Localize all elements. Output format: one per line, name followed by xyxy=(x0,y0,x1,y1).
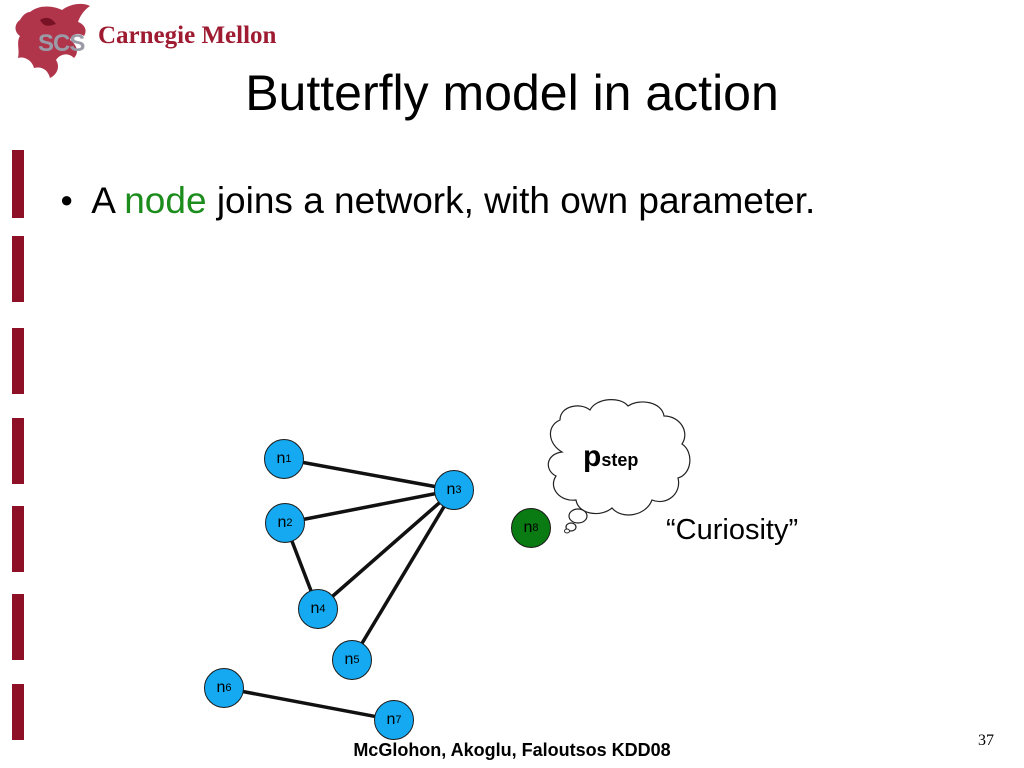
thought-bubble xyxy=(547,399,691,534)
edge-n5-n3 xyxy=(350,489,456,661)
bullet-point: ● A node joins a network, with own parame… xyxy=(60,180,815,222)
bullet-icon: ● xyxy=(60,187,74,212)
slide-footer: McGlohon, Akoglu, Faloutsos KDD08 xyxy=(353,740,671,760)
slide-title: Butterfly model in action xyxy=(245,65,779,121)
p-step-label: pstep xyxy=(583,440,638,474)
logo-university-text: Carnegie Mellon xyxy=(98,22,277,49)
node-subscript: 7 xyxy=(395,714,402,726)
edge-n2-n3 xyxy=(284,488,455,525)
p-step-subscript: step xyxy=(601,450,639,470)
edge-n1-n3 xyxy=(283,457,455,492)
node-label: n xyxy=(386,711,396,728)
edge-n6-n7 xyxy=(223,686,395,722)
logo-scs-text: SCS xyxy=(38,30,85,57)
node-label: n xyxy=(523,519,533,536)
node-subscript: 4 xyxy=(319,603,326,615)
node-label: n xyxy=(446,481,456,498)
bullet-text-after: joins a network, with own parameter. xyxy=(216,180,816,221)
node-subscript: 6 xyxy=(225,682,232,694)
node-subscript: 5 xyxy=(353,654,360,666)
bullet-highlight: node xyxy=(124,180,207,221)
p-step-symbol: p xyxy=(583,440,602,473)
node-label: n xyxy=(276,450,286,467)
cmu-logo: SCS Carnegie Mellon xyxy=(10,0,310,84)
left-accent-rule xyxy=(12,150,24,740)
griffin-icon xyxy=(15,3,90,79)
node-subscript: 3 xyxy=(455,484,462,496)
graph-edges xyxy=(223,457,456,722)
node-subscript: 2 xyxy=(286,517,293,529)
node-label: n xyxy=(344,651,354,668)
curiosity-caption: “Curiosity” xyxy=(666,514,799,546)
node-label: n xyxy=(310,600,320,617)
node-subscript: 8 xyxy=(532,522,539,534)
page-number: 37 xyxy=(978,732,994,749)
bullet-text-before: A xyxy=(91,180,114,221)
node-label: n xyxy=(216,679,226,696)
node-subscript: 1 xyxy=(285,453,292,465)
node-label: n xyxy=(277,514,287,531)
edge-n4-n3 xyxy=(316,488,456,611)
